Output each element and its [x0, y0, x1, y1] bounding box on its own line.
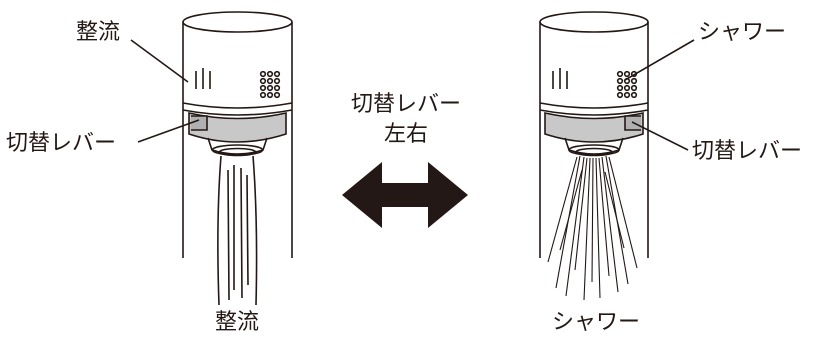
left-caption: 整流	[214, 310, 260, 335]
right-top-label: シャワー	[698, 20, 787, 45]
left-switch-lever	[188, 111, 287, 143]
double-arrow-icon	[342, 162, 468, 228]
right-lever-label: 切替レバー	[692, 139, 803, 164]
shower-dots-icon	[259, 70, 281, 99]
left-faucet	[130, 11, 293, 306]
rectification-mark-icon	[552, 68, 568, 89]
straight-water-stream	[217, 155, 258, 306]
left-top-label: 整流	[76, 20, 121, 45]
right-faucet	[539, 11, 695, 301]
right-switch-lever	[544, 112, 644, 143]
center-lever-label-line2: 左右	[383, 122, 429, 147]
center-lever-label-line1: 切替レバー	[350, 92, 462, 117]
shower-water-spray	[547, 155, 638, 301]
rectification-mark-icon	[195, 68, 211, 89]
right-caption: シャワー	[551, 310, 641, 335]
left-lever-label: 切替レバー	[6, 131, 117, 156]
